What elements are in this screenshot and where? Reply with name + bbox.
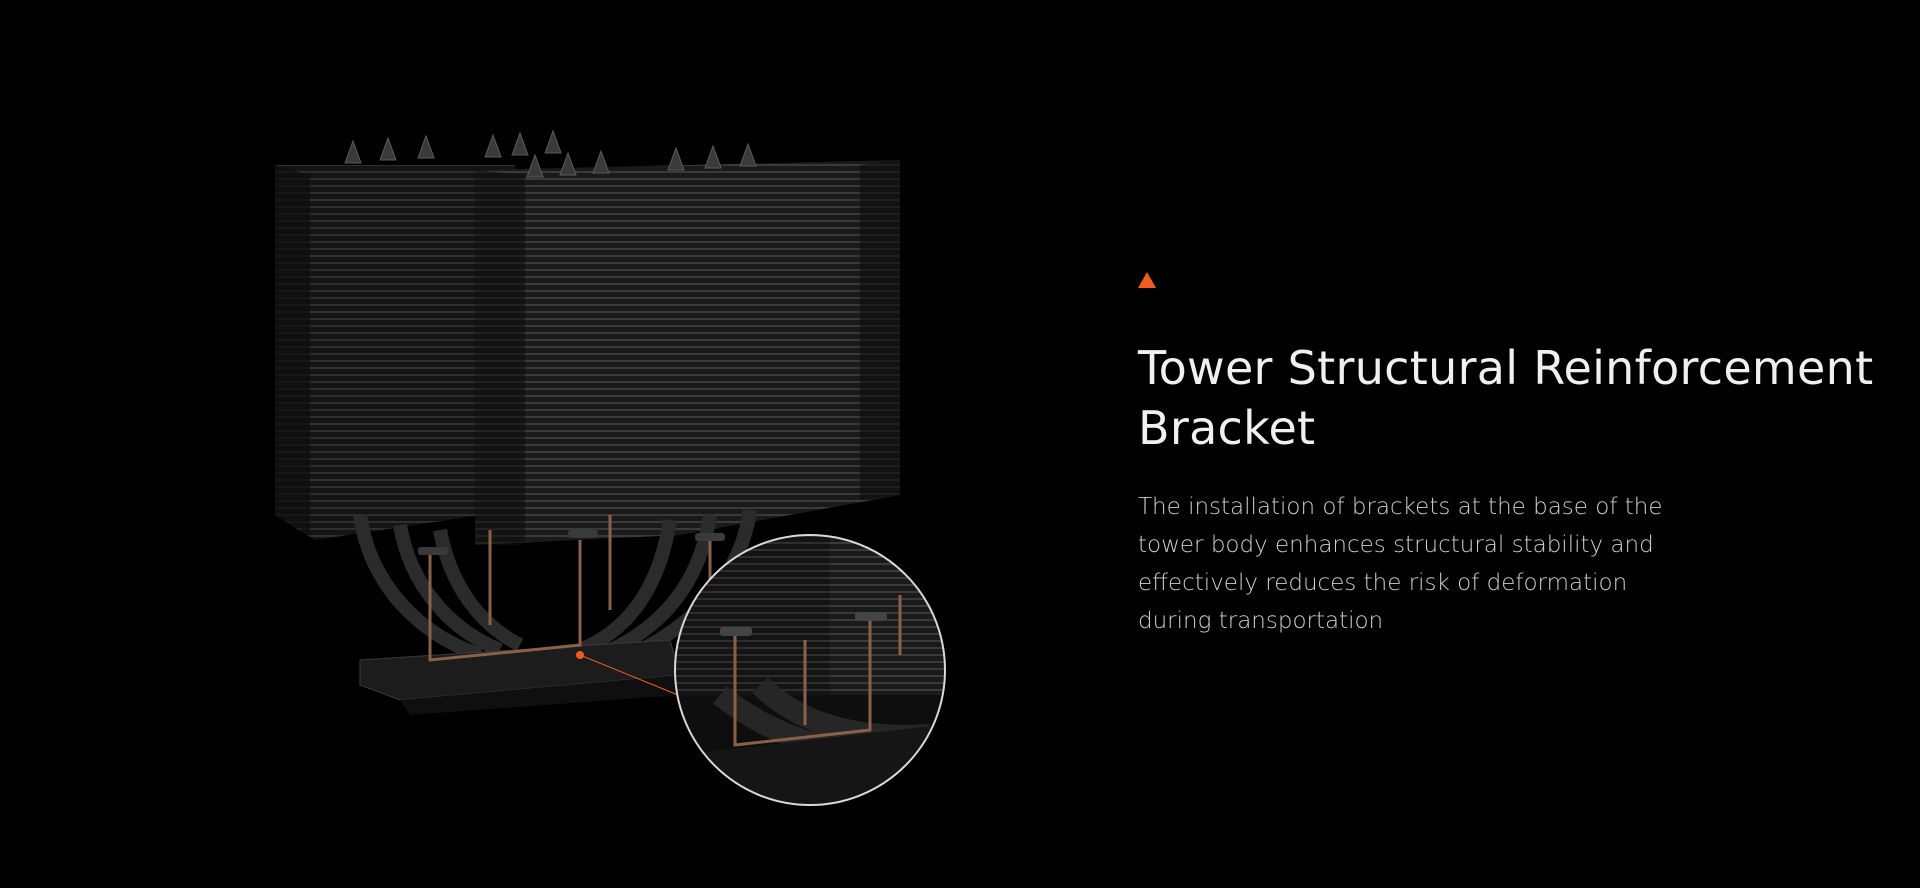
base-plate	[359, 639, 681, 715]
callout-line	[579, 654, 679, 696]
left-fin-stack	[275, 165, 515, 540]
feature-title: Tower Structural Reinforcement Bracket	[1138, 341, 1874, 455]
accent-triangle-icon	[1138, 272, 1156, 288]
heatpipe-tips	[344, 129, 757, 178]
cpu-cooler-illustration	[275, 129, 946, 806]
right-fin-stack	[475, 160, 900, 545]
detail-magnifier	[674, 534, 946, 806]
feature-text-panel: Tower Structural Reinforcement Bracket T…	[1138, 272, 1898, 640]
feature-description: The installation of brackets at the base…	[1138, 494, 1663, 634]
